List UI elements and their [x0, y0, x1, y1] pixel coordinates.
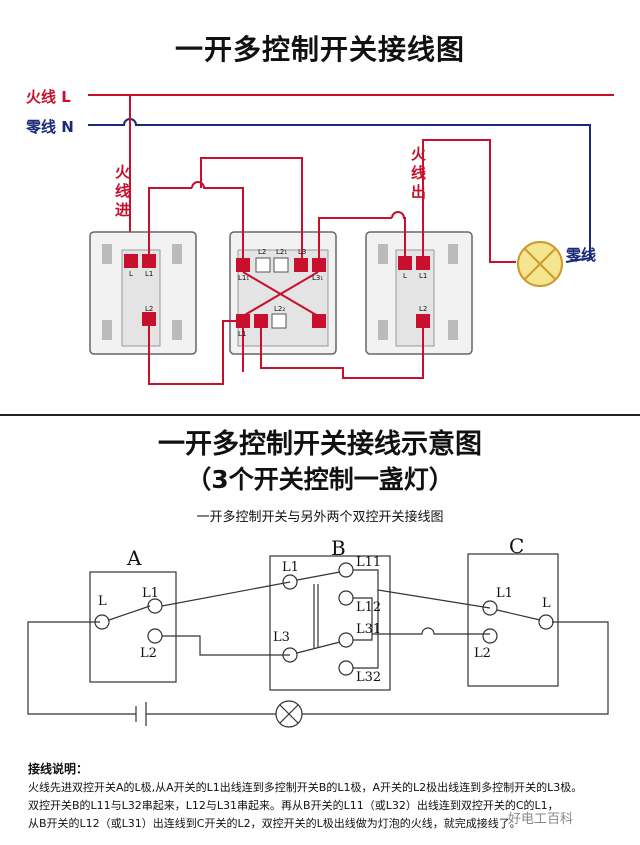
schematic-diagram — [27, 553, 609, 728]
mid-term-l21: L2₁ — [276, 248, 288, 256]
right-term-l2: L2 — [419, 305, 428, 313]
b-term-l31: L31 — [356, 622, 382, 637]
mid-term-l2: L2 — [258, 248, 267, 256]
description-heading: 接线说明： — [28, 762, 89, 776]
mid-term-l3: L3 — [298, 248, 307, 256]
schematic-lamp-icon — [275, 700, 303, 728]
description-line-3: 从B开关的L12（或L31）出连线到C开关的L2，双控开关的L极出线做为灯泡的火… — [28, 817, 521, 830]
switch-middle — [229, 231, 337, 355]
b-term-l11: L11 — [356, 555, 382, 570]
top-title: 一开多控制开关接线图 — [174, 33, 465, 66]
switch-right — [365, 231, 473, 355]
mid-term-l1: L1 — [238, 330, 247, 338]
b-term-l12: L12 — [356, 600, 382, 615]
watermark: 好电工百科 — [508, 812, 574, 827]
switch-wiring — [148, 139, 516, 385]
b-term-l1: L1 — [282, 560, 299, 575]
left-term-l: L — [129, 270, 133, 278]
a-term-l: L — [98, 594, 107, 609]
switch-a-label: A — [127, 546, 142, 570]
c-term-l: L — [542, 596, 551, 611]
switch-b-label: B — [331, 536, 346, 560]
live-in-label: 火线进 — [113, 164, 131, 221]
schematic-title: 一开多控制开关接线示意图 — [158, 429, 482, 460]
mid-term-l31: L3₁ — [312, 274, 324, 282]
switch-c-label: C — [509, 534, 525, 558]
right-term-l: L — [403, 272, 407, 280]
mid-term-l11: L1₁ — [238, 274, 250, 282]
mid-term-l22: L2₂ — [274, 305, 286, 313]
b-term-l32: L32 — [356, 670, 382, 685]
description-line-2: 双控开关B的L11与L32串起来，L12与L31串起来。再从B开关的L11（或L… — [28, 799, 559, 812]
switch-b-box — [269, 555, 391, 691]
neutral-to-lamp — [565, 257, 591, 263]
left-term-l1: L1 — [145, 270, 154, 278]
right-term-l1: L1 — [419, 272, 428, 280]
schematic-subtitle: 一开多控制开关与另外两个双控开关接线图 — [196, 510, 444, 525]
schematic-title-2: （3个开关控制一盏灯） — [186, 465, 454, 494]
switch-left — [89, 231, 197, 355]
c-term-l2: L2 — [474, 646, 491, 661]
lamp-neutral-label: 零线 — [566, 246, 597, 264]
lamp-icon — [517, 241, 563, 287]
switch-c-box — [467, 553, 559, 687]
a-term-l2: L2 — [140, 646, 157, 661]
neutral-line-label: 零线 N — [26, 118, 74, 136]
left-term-l2: L2 — [145, 305, 154, 313]
c-term-l1: L1 — [496, 586, 513, 601]
a-term-l1: L1 — [142, 586, 159, 601]
b-term-l3: L3 — [273, 630, 290, 645]
description-line-1: 火线先进双控开关A的L极,从A开关的L1出线连到多控制开关B的L1极，A开关的L… — [28, 781, 583, 794]
switch-a-box — [89, 571, 177, 683]
live-out-label: 火线出 — [409, 146, 427, 203]
live-line-label: 火线 L — [26, 88, 71, 106]
section-divider — [0, 414, 640, 416]
